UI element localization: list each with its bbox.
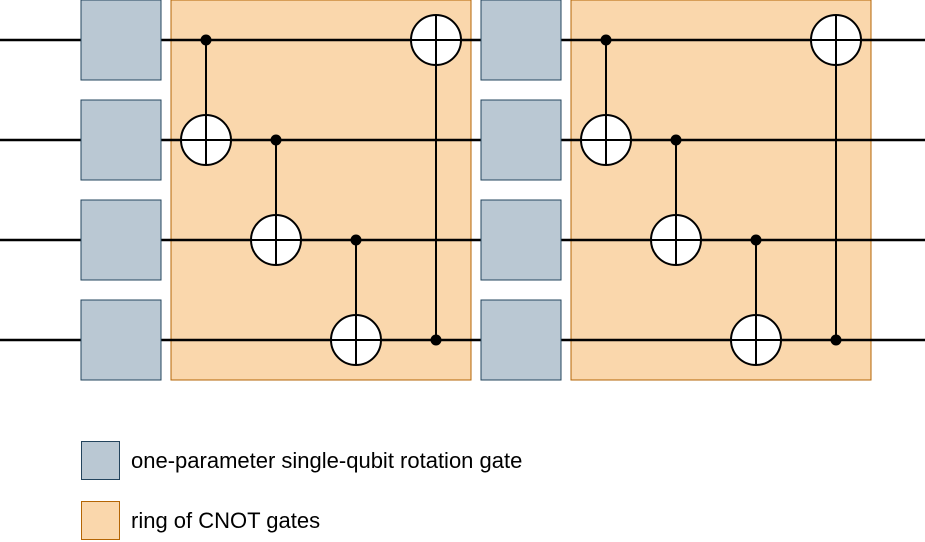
legend-label-ring: ring of CNOT gates [131,507,321,533]
rotation-gate [80,299,162,381]
cnot-control-dot [670,134,682,146]
rotation-gate [480,99,562,181]
legend-item-ring: ring of CNOT gates [81,501,320,540]
cnot-ring-box [570,0,872,381]
circuit-diagram [0,0,925,381]
legend-swatch-rotation [81,441,120,480]
rotation-gate [80,199,162,281]
legend-swatch-ring [81,501,120,540]
legend-item-rotation: one-parameter single-qubit rotation gate [81,441,522,480]
rotation-gate [80,0,162,81]
cnot-control-dot [270,134,282,146]
rotation-gate [480,0,562,81]
cnot-control-dot [430,334,442,346]
cnot-control-dot [750,234,762,246]
legend-label-rotation: one-parameter single-qubit rotation gate [131,447,523,473]
rotation-gate [480,199,562,281]
cnot-control-dot [200,34,212,46]
cnot-control-dot [830,334,842,346]
cnot-ring-box [170,0,472,381]
cnot-control-dot [600,34,612,46]
cnot-control-dot [350,234,362,246]
rotation-gate [480,299,562,381]
rotation-gate [80,99,162,181]
